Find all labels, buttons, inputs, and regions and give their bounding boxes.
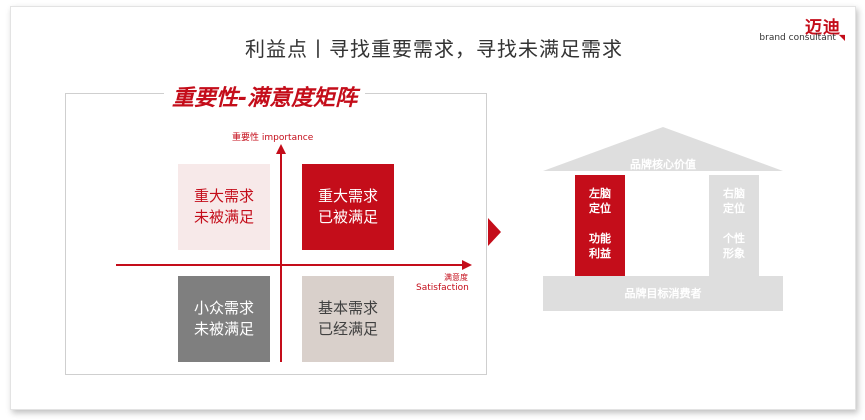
brand-house: 品牌核心价值 左脑 定位 功能 利益 右脑 定位 个性 形象 品牌目标消费者 <box>543 127 783 317</box>
x-axis-label-cn: 满意度 <box>444 273 468 282</box>
logo-subtitle: brand consultant ◥ <box>759 33 845 43</box>
pillar-text: 个性 <box>723 232 745 245</box>
y-axis-label: 重要性 importance <box>232 133 314 143</box>
quadrant-line1: 基本需求 <box>317 299 378 317</box>
slide-title: 利益点丨寻找重要需求，寻找未满足需求 <box>245 37 623 61</box>
quadrant-basic-met: 基本需求 已经满足 <box>302 276 394 362</box>
pillar-text: 功能 <box>589 232 611 245</box>
quadrant-line1: 小众需求 <box>193 299 254 317</box>
pillar-text: 右脑 <box>723 187 745 200</box>
y-axis-arrow-icon <box>276 144 286 154</box>
logo-subtitle-text: brand consultant <box>759 33 836 43</box>
pillar-text: 定位 <box>723 202 745 215</box>
quadrant-line2: 已被满足 <box>317 208 378 226</box>
x-axis-label-en: Satisfaction <box>416 283 469 293</box>
x-axis <box>116 264 464 266</box>
quadrant-line2: 已经满足 <box>317 320 378 338</box>
left-brain-pillar: 左脑 定位 功能 利益 <box>575 175 625 276</box>
pillar-text: 利益 <box>589 247 611 260</box>
logo-text: 迈迪 <box>805 18 841 38</box>
roof-shape <box>543 127 783 171</box>
quadrant-line1: 重大需求 <box>317 187 378 205</box>
quadrant-major-unmet: 重大需求 未被满足 <box>178 164 270 250</box>
pillar-text: 定位 <box>589 202 611 215</box>
matrix-frame: 重要性-满意度矩阵 重要性 importance 满意度 Satisfactio… <box>65 80 487 375</box>
quadrant-line2: 未被满足 <box>193 320 254 338</box>
quadrant-major-met: 重大需求 已被满足 <box>302 164 394 250</box>
roof-label: 品牌核心价值 <box>630 158 696 171</box>
right-brain-pillar: 右脑 定位 个性 形象 <box>709 175 759 276</box>
x-axis-arrow-icon <box>462 260 472 270</box>
transition-arrow-icon <box>488 218 501 246</box>
quadrant-line2: 未被满足 <box>193 208 254 226</box>
slide: 利益点丨寻找重要需求，寻找未满足需求 迈迪 brand consultant ◥… <box>10 6 856 410</box>
matrix-title: 重要性-满意度矩阵 <box>164 80 366 112</box>
quadrant-line1: 重大需求 <box>193 187 254 205</box>
house-base: 品牌目标消费者 <box>543 276 783 311</box>
logo-mark-icon: ◥ <box>838 33 845 42</box>
pillar-text: 左脑 <box>589 187 611 200</box>
quadrant-niche-unmet: 小众需求 未被满足 <box>178 276 270 362</box>
pillar-text: 形象 <box>723 247 745 260</box>
y-axis <box>280 152 282 362</box>
